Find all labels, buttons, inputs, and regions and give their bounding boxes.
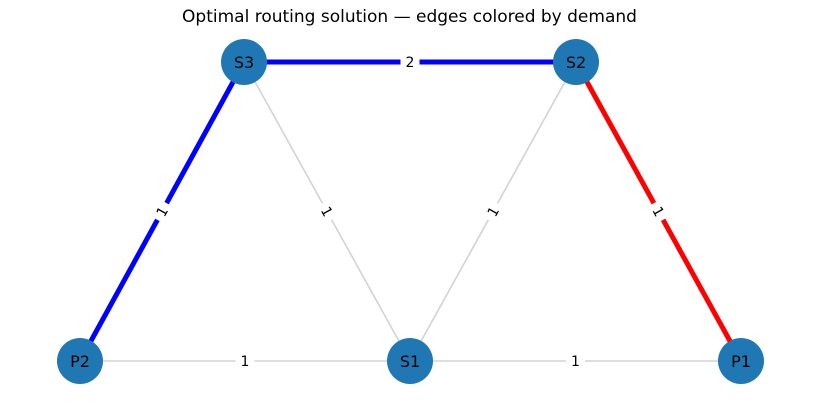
edge-label-box xyxy=(400,53,420,71)
graph-node-P2 xyxy=(57,338,103,384)
edge-weight-label: 1 xyxy=(571,354,580,370)
edge-label-S1-S2: 1 xyxy=(481,199,505,224)
edge-label-S3-S2: 2 xyxy=(400,53,420,71)
graph-node-P1 xyxy=(718,338,764,384)
edge-label-S3-S1: 1 xyxy=(315,199,339,224)
node-label-P1: P1 xyxy=(731,352,751,371)
edge-label-box xyxy=(235,352,255,370)
edge-label-P2-S3: 1 xyxy=(150,199,174,224)
edge-weight-label: 2 xyxy=(406,55,415,71)
edge-label-box xyxy=(150,199,174,224)
node-label-P2: P2 xyxy=(70,352,90,371)
edge-label-box xyxy=(481,199,505,224)
graph-node-S1 xyxy=(387,338,433,384)
node-label-S3: S3 xyxy=(234,53,254,72)
edge-label-box xyxy=(315,199,339,224)
node-label-S2: S2 xyxy=(566,53,586,72)
edge-label-box xyxy=(647,199,670,224)
graph-node-S3 xyxy=(221,39,267,85)
edge-label-P2-S1: 1 xyxy=(235,352,255,370)
edge-weight-label: 1 xyxy=(241,354,250,370)
graph-node-S2 xyxy=(553,39,599,85)
chart-title: Optimal routing solution — edges colored… xyxy=(182,7,637,27)
edge-label-S1-P1: 1 xyxy=(566,352,585,370)
edge-label-box xyxy=(566,352,585,370)
edge-label-S2-P1: 1 xyxy=(647,199,670,224)
node-label-S1: S1 xyxy=(400,352,420,371)
